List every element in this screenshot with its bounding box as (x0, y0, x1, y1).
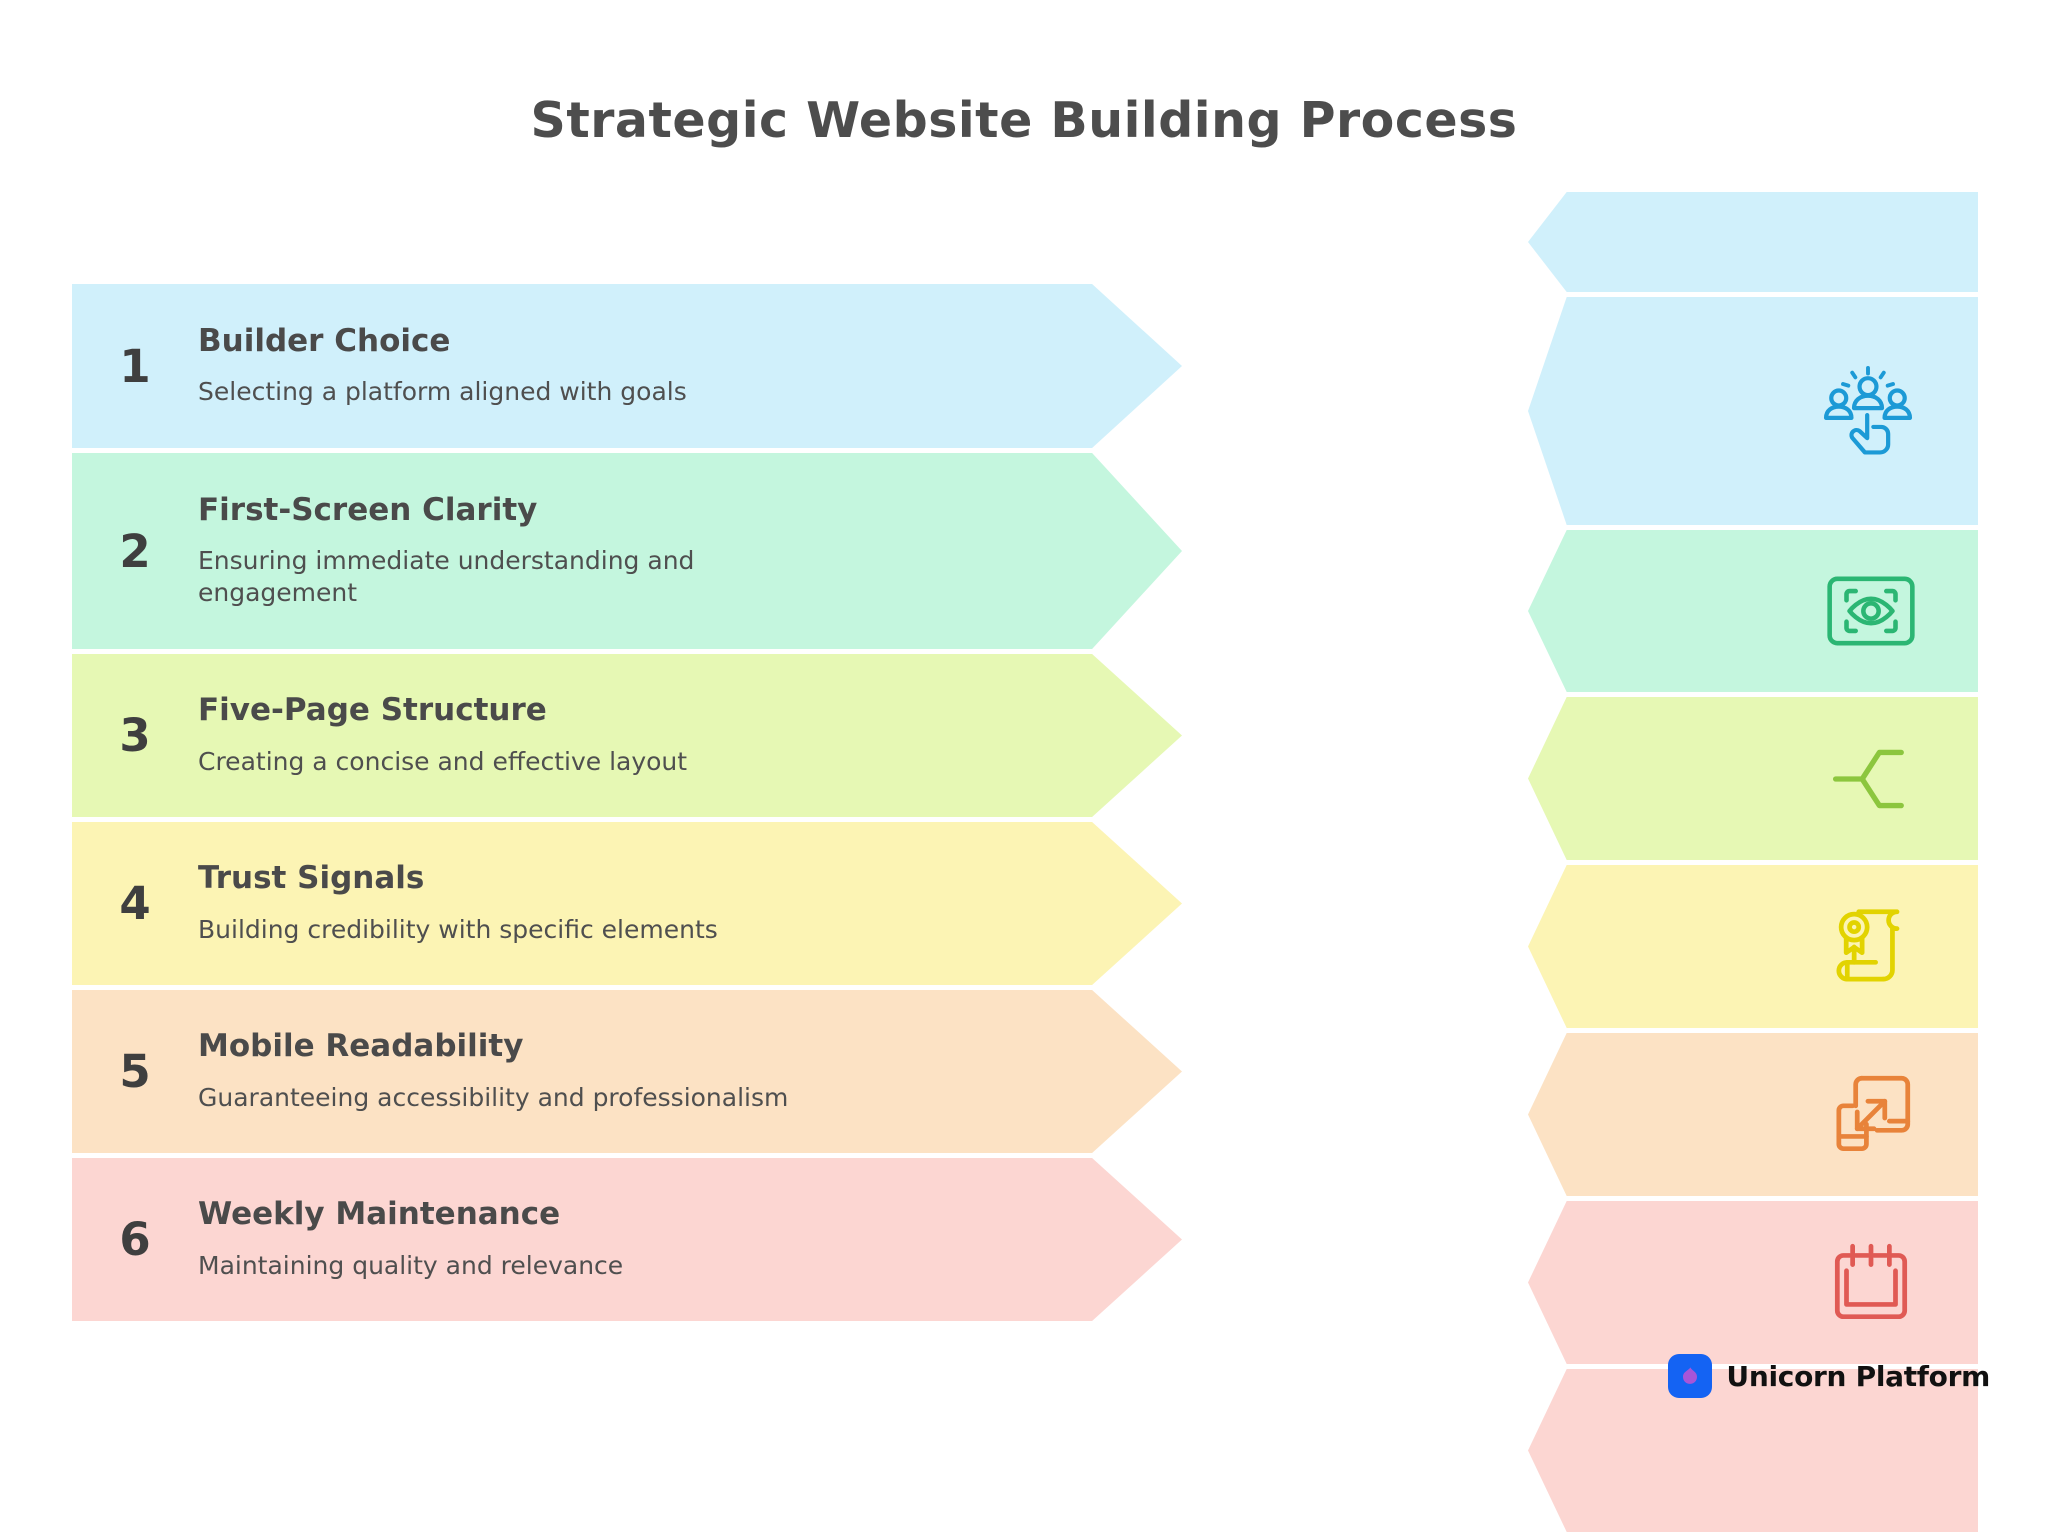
people-choice-icon (1816, 359, 1920, 463)
step-title: Trust Signals (198, 860, 425, 897)
step-title: Builder Choice (198, 322, 451, 359)
step-title: Five-Page Structure (198, 692, 547, 729)
step-description: Maintaining quality and relevance (198, 1250, 624, 1280)
icon-panel-6[interactable] (1528, 1201, 1978, 1364)
eye-scan-icon (1822, 562, 1920, 660)
step-description: Selecting a platform aligned with goals (198, 377, 687, 407)
step-description: Creating a concise and effective layout (198, 746, 688, 776)
footer-branding: Unicorn Platform (1668, 1354, 1990, 1398)
icon-panel-3[interactable] (1528, 697, 1978, 860)
responsive-resize-icon (1822, 1066, 1920, 1164)
steps-list: 1 Builder Choice Selecting a platform al… (72, 284, 1182, 1326)
step-banner-3[interactable]: 3 Five-Page Structure Creating a concise… (72, 654, 1182, 817)
step-text-block: Weekly Maintenance Maintaining quality a… (198, 1197, 1182, 1282)
step-description: Building credibility with specific eleme… (198, 914, 718, 944)
calendar-icon (1822, 1234, 1920, 1332)
step-number: 1 (119, 339, 151, 393)
step-text-block: Five-Page Structure Creating a concise a… (198, 693, 1182, 778)
step-title: First-Screen Clarity (198, 491, 538, 528)
step-row: 1 Builder Choice Selecting a platform al… (72, 284, 1182, 448)
page-title: Strategic Website Building Process (530, 92, 1518, 149)
brand-name: Unicorn Platform (1726, 1359, 1990, 1393)
step-row: 4 Trust Signals Building credibility wit… (72, 822, 1182, 985)
step-title: Weekly Maintenance (198, 1196, 561, 1233)
unicorn-drop-icon (1668, 1354, 1713, 1398)
step-banner-2[interactable]: 2 First-Screen Clarity Ensuring immediat… (72, 453, 1182, 649)
icon-panel-top-cap (1528, 192, 1978, 292)
step-number: 4 (119, 877, 151, 930)
certificate-scroll-icon (1822, 898, 1920, 996)
step-row: 3 Five-Page Structure Creating a concise… (72, 654, 1182, 817)
icon-panel-2[interactable] (1528, 530, 1978, 692)
icon-panel-1[interactable] (1528, 297, 1978, 525)
step-banner-6[interactable]: 6 Weekly Maintenance Maintaining quality… (72, 1158, 1182, 1321)
step-description: Ensuring immediate understanding and eng… (198, 546, 695, 608)
step-banner-5[interactable]: 5 Mobile Readability Guaranteeing access… (72, 990, 1182, 1153)
step-text-block: Builder Choice Selecting a platform alig… (198, 322, 1182, 409)
step-text-block: First-Screen Clarity Ensuring immediate … (198, 491, 1182, 610)
step-number: 6 (119, 1213, 151, 1266)
icon-panel-4[interactable] (1528, 865, 1978, 1028)
step-banner-4[interactable]: 4 Trust Signals Building credibility wit… (72, 822, 1182, 985)
icon-panel-list (1528, 192, 1978, 1537)
step-number: 3 (119, 709, 151, 762)
step-row: 2 First-Screen Clarity Ensuring immediat… (72, 453, 1182, 649)
step-title: Mobile Readability (198, 1028, 524, 1065)
step-description: Guaranteeing accessibility and professio… (198, 1082, 789, 1112)
step-banner-1[interactable]: 1 Builder Choice Selecting a platform al… (72, 284, 1182, 448)
step-number: 5 (119, 1045, 151, 1098)
step-row: 6 Weekly Maintenance Maintaining quality… (72, 1158, 1182, 1321)
icon-panel-5[interactable] (1528, 1033, 1978, 1196)
sitemap-branch-icon (1820, 729, 1920, 829)
step-number: 2 (119, 524, 151, 578)
step-text-block: Trust Signals Building credibility with … (198, 861, 1182, 946)
step-row: 5 Mobile Readability Guaranteeing access… (72, 990, 1182, 1153)
step-text-block: Mobile Readability Guaranteeing accessib… (198, 1029, 1182, 1114)
